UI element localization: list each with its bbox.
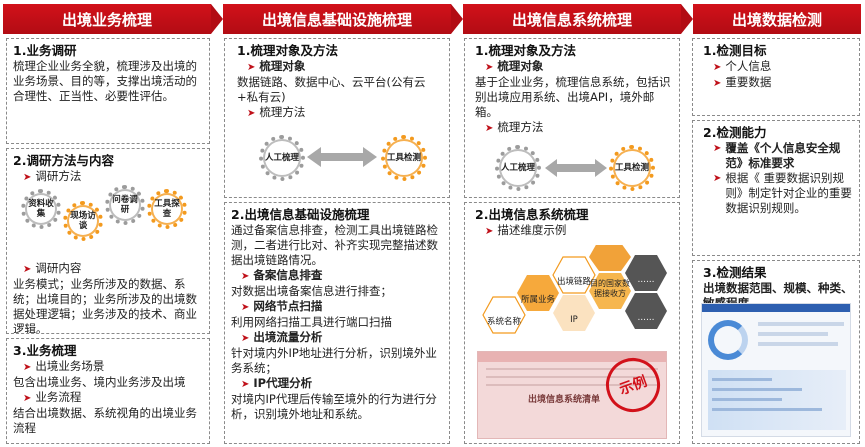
gear-icon: 工具探查 [147,189,187,229]
gear-icon: 资料收集 [21,189,61,229]
header-systems: 出境信息系统梳理 [463,4,693,34]
arrow-icon: ➤ [485,226,494,237]
hex-label: …… [637,275,655,285]
bullet-label: 调研内容 [35,261,82,275]
stamp-label: 示例 [617,373,650,399]
hex-label: 系统名称 [486,317,521,327]
hex-label: 出境链路 [556,277,591,287]
arrow-icon: ➤ [23,264,32,275]
bullet-label: 梳理方法 [497,120,544,134]
header-detection: 出境数据检测 [693,4,861,34]
col2-section-infrastructure: 2.出境信息基础设施梳理 通过备案信息排查，检测工具出境链路检测，二者进行比对、… [224,202,450,444]
arrow-icon: ➤ [247,108,256,119]
bullet-label: 根据《 重要数据识别规则》制定针对企业的重要数据识别规则。 [725,171,852,215]
gear-label: 工具检测 [614,163,649,173]
hex-label: …… [637,313,655,323]
section-title: 1.梳理对象及方法 [237,43,338,58]
gear-label: 人工梳理 [500,163,535,173]
item-title: 备案信息排查 [253,268,323,282]
arrow-icon: ➤ [713,143,722,154]
arrow-icon: ➤ [713,78,722,89]
double-arrow-icon [307,147,377,167]
arrow-icon: ➤ [241,271,250,282]
gear-label: 工具探查 [154,199,180,219]
item-title: IP代理分析 [253,376,313,390]
col1-section-methods: 2.调研方法与内容 ➤调研方法 资料收集 现场访谈 问卷调研 工具探查 ➤调研内… [6,148,210,334]
hex-diagram [482,245,667,334]
section-text: 数据链路、数据中心、云平台(公有云+私有云) [237,75,426,104]
arrow-icon: ➤ [713,173,722,184]
item-text: 针对境内外IP地址进行分析，识别境外业务系统； [231,346,437,375]
bullet-label: 覆盖《个人信息安全规范》标准要求 [725,141,841,170]
gear-icon: 人工梳理 [259,135,305,181]
bullet-label: 个人信息 [725,59,772,73]
gear-icon: 工具检测 [381,135,427,181]
gear-icon: 人工梳理 [495,145,541,191]
section-title: 1.业务调研 [13,43,77,58]
gear-label: 问卷调研 [112,195,138,215]
arrow-icon: ➤ [241,379,250,390]
item-text: 对境内IP代理后传输至境外的行为进行分析，识别境外地址和系统。 [231,392,437,421]
col4-section-results: 3.检测结果 出境数据范围、规模、种类、敏感程度。 [692,260,860,444]
bullet-label: 调研方法 [35,169,82,183]
arrow-icon: ➤ [241,302,250,313]
gear-label: 现场访谈 [70,211,96,231]
section-text: 通过备案信息排查，检测工具出境链路检测，二者进行比对、补齐实现完整描述数据出境链… [231,223,438,267]
hex-label: 所属业务 [520,295,555,305]
hex-label: IP [570,315,578,325]
section-title: 2.调研方法与内容 [13,153,114,168]
header-infrastructure: 出境信息基础设施梳理 [223,4,463,34]
arrow-icon: ➤ [23,362,32,373]
section-text: 梳理企业业务全貌，梳理涉及出境的业务场景、目的等，支撑出境活动的合理性、正当性、… [13,59,197,103]
section-title: 2.出境信息系统梳理 [475,207,589,222]
arrow-icon: ➤ [713,62,722,73]
bullet-label: 梳理对象 [259,59,306,73]
system-list-thumbnail: 出境信息系统清单 示例 [477,350,668,439]
col3-section-systems: 2.出境信息系统梳理 ➤描述维度示例 系统名称 所属业务 出境链路 IP 目的国… [464,202,680,444]
arrow-icon: ➤ [485,123,494,134]
dashboard-thumbnail [701,303,851,437]
bullet-label: 梳理方法 [259,105,306,119]
item-title: 网络节点扫描 [253,299,323,313]
arrow-icon: ➤ [23,393,32,404]
hex-label: 目的国家数据接收方 [590,279,630,298]
item-title: 出境流量分析 [253,330,323,344]
arrow-icon: ➤ [23,172,32,183]
item-text: 对数据出境备案信息进行排查； [231,284,392,298]
header-business: 出境业务梳理 [3,4,223,34]
section-text: 基于企业业务，梳理信息系统，包括识别出境应用系统、出境API，境外邮箱。 [475,75,671,119]
arrow-icon: ➤ [485,62,494,73]
table-title: 出境信息系统清单 [528,395,601,405]
section-title: 3.业务梳理 [13,343,77,358]
item-text: 利用网络扫描工具进行端口扫描 [231,315,392,329]
col4-section-capability: 2.检测能力 ➤覆盖《个人信息安全规范》标准要求 ➤根据《 重要数据识别规则》制… [692,120,860,256]
gear-label: 资料收集 [28,199,54,219]
section-title: 1.检测目标 [703,43,767,58]
bullet-label: 梳理对象 [497,59,544,73]
section-text: 业务模式；业务所涉及的数据、系统；出境目的；业务所涉及的出境数据处理逻辑；业务涉… [13,277,197,334]
section-title: 1.梳理对象及方法 [475,43,576,58]
gear-label: 工具检测 [386,153,421,163]
section-title: 2.检测能力 [703,125,767,140]
arrow-icon: ➤ [241,333,250,344]
gear-icon: 现场访谈 [63,201,103,241]
arrow-icon: ➤ [247,62,256,73]
col3-section-objects: 1.梳理对象及方法 ➤梳理对象 基于企业业务，梳理信息系统，包括识别出境应用系统… [464,38,680,198]
bullet-label: 描述维度示例 [497,223,567,237]
bullet-label: 出境业务场景 [35,359,105,373]
section-title: 3.检测结果 [703,265,767,280]
double-arrow-icon [545,159,607,177]
bullet-label: 业务流程 [35,390,82,404]
gear-icon: 工具检测 [609,145,655,191]
gear-icon: 问卷调研 [105,185,145,225]
section-text: 结合出境数据、系统视角的出境业务流程 [13,406,197,435]
section-text: 包含出境业务、境内业务涉及出境 [13,375,186,389]
bullet-label: 重要数据 [725,75,772,89]
col1-section-sorting: 3.业务梳理 ➤出境业务场景 包含出境业务、境内业务涉及出境 ➤业务流程 结合出… [6,338,210,444]
col1-section-survey: 1.业务调研 梳理企业业务全貌，梳理涉及出境的业务场景、目的等，支撑出境活动的合… [6,38,210,144]
section-title: 2.出境信息基础设施梳理 [231,207,370,222]
col2-section-objects: 1.梳理对象及方法 ➤梳理对象 数据链路、数据中心、云平台(公有云+私有云) ➤… [224,38,450,198]
gear-label: 人工梳理 [264,153,299,163]
col4-section-targets: 1.检测目标 ➤个人信息 ➤重要数据 [692,38,860,116]
